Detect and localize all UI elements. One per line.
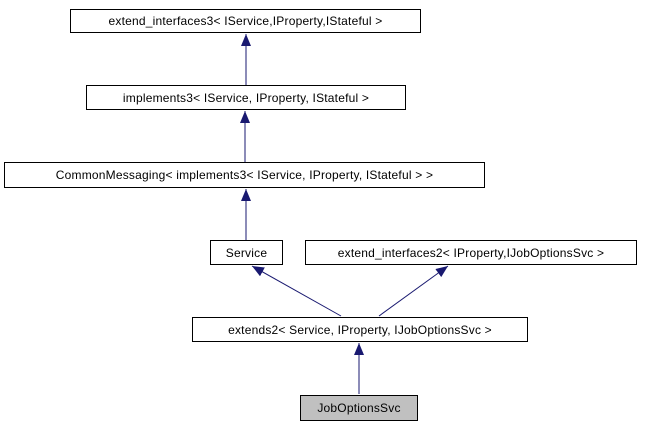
arrow-extends2-to-extend-interfaces2 [378, 265, 449, 317]
class-node-service[interactable]: Service [210, 240, 283, 265]
class-node-commonmessaging[interactable]: CommonMessaging< implements3< IService, … [4, 162, 485, 188]
class-node-implements3[interactable]: implements3< IService, IProperty, IState… [86, 85, 406, 110]
class-node-extend-interfaces2[interactable]: extend_interfaces2< IProperty,IJobOption… [305, 240, 637, 265]
class-node-joboptionssvc-current: JobOptionsSvc [300, 395, 418, 421]
class-node-extends2[interactable]: extends2< Service, IProperty, IJobOption… [192, 317, 528, 342]
arrow-extends2-to-service [251, 265, 342, 317]
class-node-extend-interfaces3[interactable]: extend_interfaces3< IService,IProperty,I… [70, 9, 421, 33]
